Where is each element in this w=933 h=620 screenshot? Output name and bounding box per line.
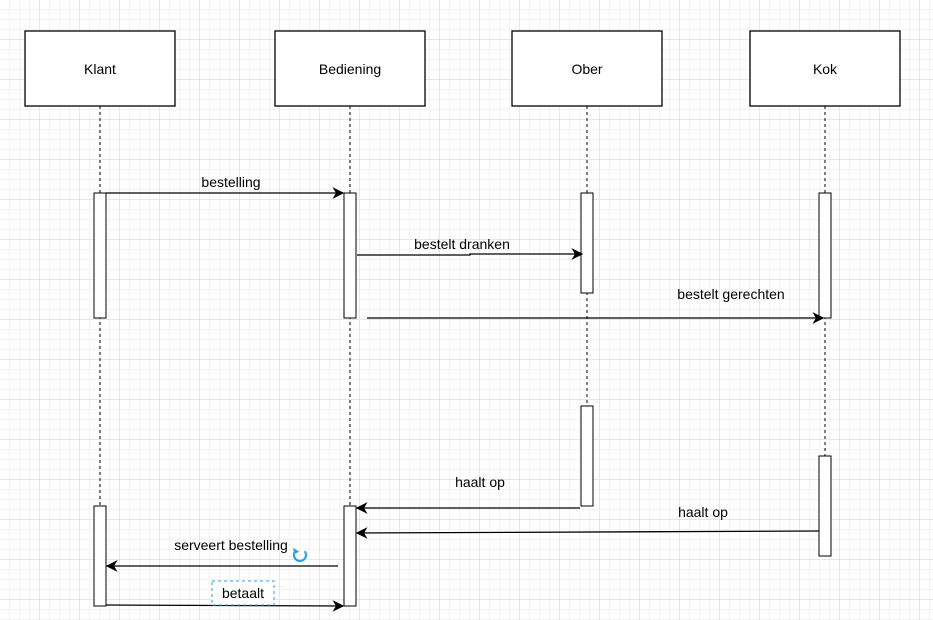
activation-klant-1[interactable] bbox=[93, 192, 107, 319]
participant-label: Kok bbox=[813, 61, 838, 77]
activation-klant-2[interactable] bbox=[93, 505, 107, 607]
message-label-haalt-op-kok[interactable]: haalt op bbox=[678, 504, 728, 520]
participant-label: Ober bbox=[571, 61, 602, 77]
rotate-icon[interactable] bbox=[292, 547, 308, 563]
message-arrow-betaalt[interactable] bbox=[105, 600, 345, 612]
message-label-bestelt-gerechten[interactable]: bestelt gerechten bbox=[677, 286, 784, 302]
activation-kok-2[interactable] bbox=[818, 455, 832, 557]
activation-bediening-2[interactable] bbox=[343, 505, 357, 607]
participant-bediening[interactable]: Bediening bbox=[274, 30, 426, 107]
message-label-serveert-bestelling[interactable]: serveert bestelling bbox=[174, 537, 288, 553]
participant-klant[interactable]: Klant bbox=[24, 30, 176, 107]
activation-bediening-1[interactable] bbox=[343, 192, 357, 319]
selected-label-betaalt[interactable]: betaalt bbox=[211, 580, 275, 606]
participant-kok[interactable]: Kok bbox=[749, 30, 901, 107]
participant-label: Bediening bbox=[319, 61, 381, 77]
message-label-bestelling[interactable]: bestelling bbox=[201, 174, 260, 190]
message-label-betaalt[interactable]: betaalt bbox=[222, 585, 264, 601]
activation-ober-1[interactable] bbox=[580, 192, 594, 294]
selection-box bbox=[211, 580, 275, 606]
activation-ober-2[interactable] bbox=[580, 405, 594, 507]
message-arrow-bestelt-dranken[interactable] bbox=[357, 248, 584, 260]
participant-label: Klant bbox=[84, 61, 116, 77]
participant-ober[interactable]: Ober bbox=[511, 30, 663, 107]
activation-kok-1[interactable] bbox=[818, 192, 832, 319]
message-label-bestelt-dranken[interactable]: bestelt dranken bbox=[414, 236, 510, 252]
message-arrow-haalt-op-kok[interactable] bbox=[355, 527, 820, 539]
message-label-haalt-op-ober[interactable]: haalt op bbox=[455, 474, 505, 490]
